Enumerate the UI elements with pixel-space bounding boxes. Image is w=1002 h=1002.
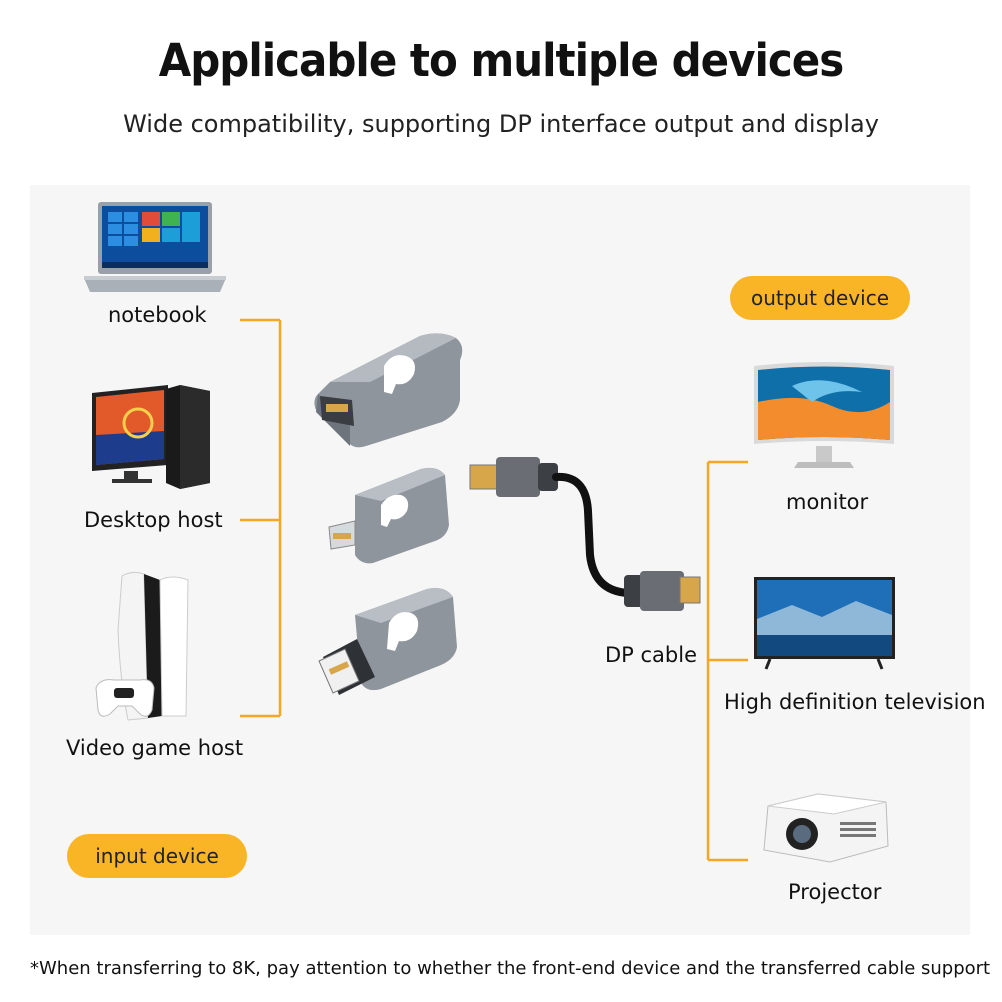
footnote: *When transferring to 8K, pay attention … (30, 958, 991, 979)
dp-cable-icon (469, 457, 701, 611)
page-title: Applicable to multiple devices (158, 34, 845, 87)
dp-cable-label: DP cable (605, 643, 698, 667)
page-subtitle: Wide compatibility, supporting DP interf… (123, 110, 879, 138)
television-icon (754, 577, 895, 670)
output-device-label-projector: Projector (788, 880, 882, 904)
dp-female-adapter-icon (314, 333, 463, 448)
laptop-icon (84, 202, 226, 292)
mini-dp-adapter-icon (328, 467, 449, 564)
input-device-badge: input device (67, 834, 247, 878)
output-device-label-monitor: monitor (786, 490, 869, 514)
desktop-computer-icon (92, 385, 210, 489)
curved-monitor-icon (754, 362, 894, 468)
game-console-icon (95, 571, 189, 721)
projector-icon (763, 793, 889, 863)
input-device-label-video-game-host: Video game host (66, 736, 244, 760)
output-device-badge: output device (730, 276, 910, 320)
input-device-label-notebook: notebook (108, 303, 207, 327)
dp-male-adapter-icon (318, 588, 457, 695)
output-device-label-television: High definition television (724, 690, 986, 714)
input-device-label-desktop-host: Desktop host (84, 508, 223, 532)
